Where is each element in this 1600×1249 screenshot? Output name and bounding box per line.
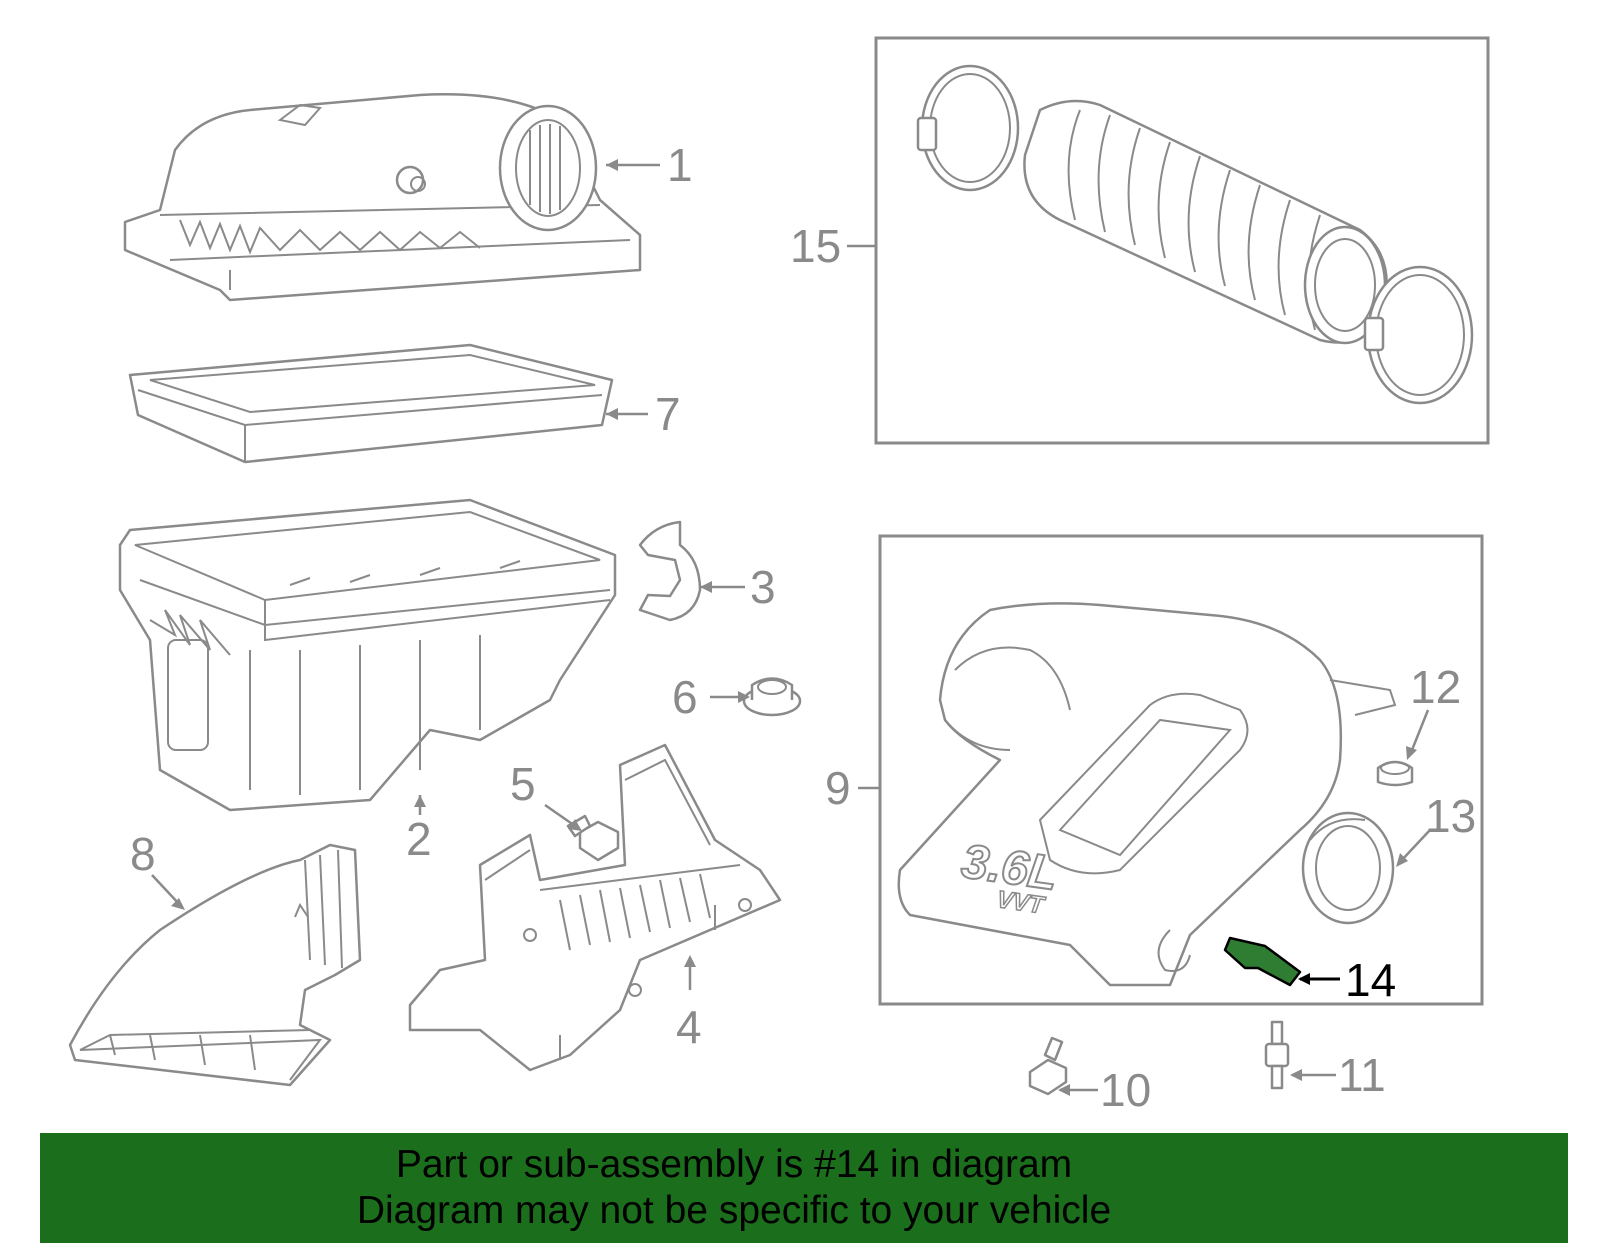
callout-9: 9 (825, 762, 851, 814)
part-4-support-bracket[interactable] (408, 743, 782, 1072)
callout-14: 14 (1345, 954, 1396, 1006)
inset-box-hose (874, 36, 1490, 445)
callout-15: 15 (790, 220, 841, 272)
callout-13: 13 (1425, 790, 1476, 842)
callout-4: 4 (676, 1001, 702, 1053)
leader-8 (151, 874, 181, 906)
arrowhead-10 (1058, 1084, 1070, 1096)
arrowhead-4 (684, 955, 696, 967)
callout-10: 10 (1100, 1064, 1151, 1116)
part-5-bolt[interactable] (566, 814, 620, 862)
callout-8: 8 (130, 828, 156, 880)
inset-box-resonator (878, 534, 1484, 1006)
leader-13 (1399, 829, 1431, 863)
leader-12 (1408, 709, 1430, 756)
part-7-filter-element[interactable] (128, 343, 614, 464)
part-11-stud[interactable] (1264, 1020, 1290, 1090)
arrowhead-12 (1406, 746, 1417, 760)
part-3-clip[interactable] (638, 520, 702, 622)
parts-diagram: 1 7 2 3 6 5 (68, 36, 1490, 1116)
arrowhead-8 (171, 898, 185, 910)
arrowhead-3 (700, 581, 712, 593)
part-6-grommet[interactable] (742, 677, 802, 717)
callout-6: 6 (672, 671, 698, 723)
arrowhead-11 (1290, 1069, 1302, 1081)
part-12-grommet[interactable] (1376, 760, 1414, 787)
part-10-bolt[interactable] (1028, 1036, 1068, 1096)
callout-2: 2 (406, 813, 432, 865)
arrowhead-6 (738, 691, 750, 703)
info-banner: Part or sub-assembly is #14 in diagram D… (40, 1133, 1568, 1243)
part-9-resonator[interactable]: 3.6L VVT (897, 602, 1397, 987)
arrowhead-7 (606, 408, 618, 420)
callout-11: 11 (1338, 1049, 1386, 1101)
arrowhead-2 (414, 795, 426, 807)
arrowhead-14 (1298, 973, 1310, 985)
part-15-air-hose[interactable] (916, 64, 1474, 405)
callout-7: 7 (655, 388, 681, 440)
part-1-air-cleaner-cover[interactable] (123, 93, 642, 302)
arrowhead-5 (568, 819, 582, 831)
callout-5: 5 (510, 758, 536, 810)
part-13-seal-ring[interactable] (1301, 811, 1395, 925)
banner-line-part-number: Part or sub-assembly is #14 in diagram (395, 1143, 1073, 1186)
callout-3: 3 (750, 561, 776, 613)
arrowhead-13 (1396, 853, 1408, 867)
callout-12: 12 (1410, 661, 1461, 713)
banner-line-disclaimer: Diagram may not be specific to your vehi… (356, 1189, 1112, 1232)
part-8-intake-duct[interactable] (68, 843, 362, 1087)
callout-1: 1 (667, 139, 693, 191)
arrowhead-1 (606, 159, 618, 171)
part-14-sensor-highlighted[interactable] (1223, 936, 1302, 987)
part-2-air-cleaner-housing[interactable] (118, 498, 617, 812)
